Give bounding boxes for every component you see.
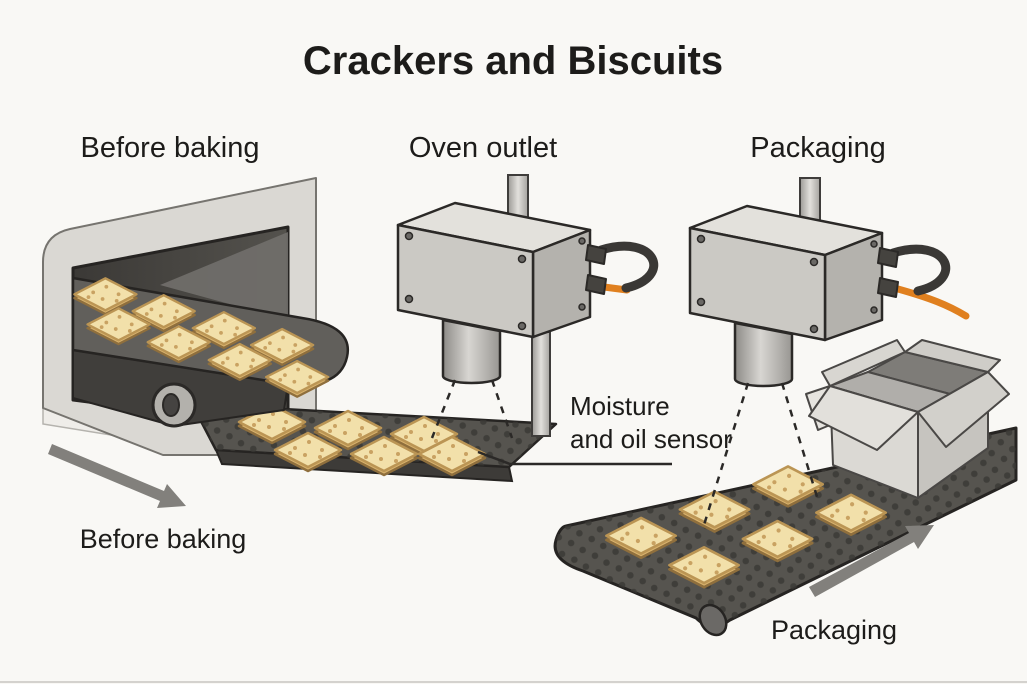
caption-packaging: Packaging	[771, 615, 897, 645]
orange-cable	[894, 285, 970, 320]
caption-before-baking: Before baking	[80, 524, 247, 554]
stage-label-packaging: Packaging	[750, 132, 885, 164]
box-flap-back	[904, 339, 1001, 373]
belt-roller-hub	[162, 393, 180, 417]
sensor-beam	[490, 379, 514, 439]
bottom-border	[0, 681, 1027, 683]
stage-label-before-baking: Before baking	[81, 132, 260, 164]
sensor-beam	[702, 382, 750, 526]
cardboard-box	[805, 339, 1010, 499]
belt-roll-end	[698, 603, 728, 637]
box-flap-back-left	[821, 339, 906, 387]
oven-conveyor	[71, 276, 350, 428]
page-title: Crackers and Biscuits	[303, 39, 723, 83]
box-flap-right	[917, 371, 1010, 448]
stage-label-oven-outlet: Oven outlet	[409, 132, 557, 164]
sensor-annotation: Moisture and oil sensor	[477, 391, 732, 466]
box-flap-front-left	[808, 385, 919, 451]
sensor-beam	[780, 382, 820, 501]
annotation-pointer-line	[477, 450, 672, 466]
annotation-line2: and oil sensor	[570, 424, 732, 454]
sensor-oven-outlet	[398, 175, 654, 439]
oven-inner-wall	[160, 232, 288, 320]
flow-arrow-packaging	[809, 525, 934, 597]
annotation-line1: Moisture	[570, 391, 670, 421]
sensor-packaging	[690, 178, 970, 526]
outlet-conveyor	[190, 402, 558, 483]
sensor-support-pole	[531, 331, 551, 437]
sensor-beam	[430, 379, 457, 439]
flow-arrow-before-baking	[48, 444, 186, 508]
